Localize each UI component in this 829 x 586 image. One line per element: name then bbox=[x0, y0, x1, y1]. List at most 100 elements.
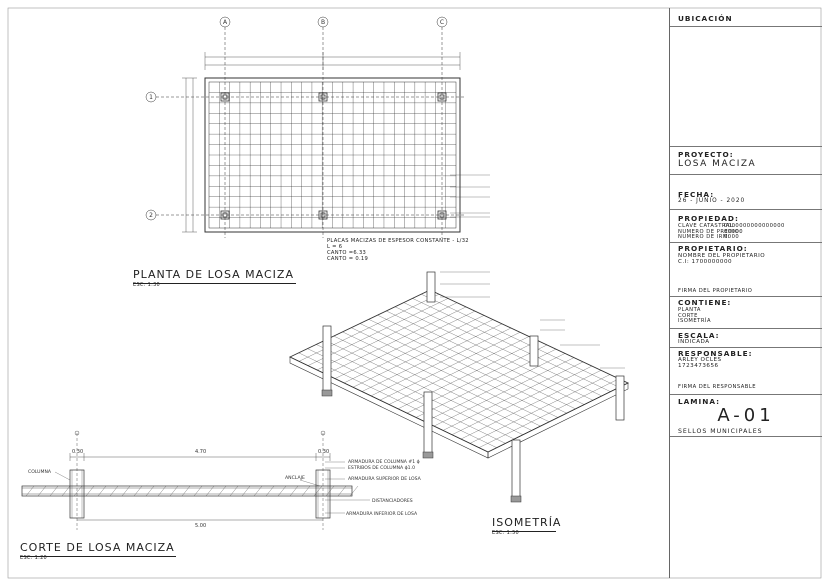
section-view bbox=[21, 430, 370, 530]
plan-note-3: CANTO =6.33 bbox=[327, 250, 367, 256]
axis-label-b: B bbox=[321, 19, 325, 26]
isometric-view bbox=[288, 271, 630, 503]
rebar-line bbox=[121, 485, 131, 497]
axis-label-c: C bbox=[440, 19, 444, 26]
tb-propiedad-values: 0000000000000000 00000 0000 bbox=[724, 223, 785, 241]
label-estribos-columna: ESTRIBOS DE COLUMNA ϕ1.0 bbox=[348, 465, 415, 471]
tb-numero-predio-value: 00000 bbox=[724, 228, 744, 235]
tb-propietario-name: NOMBRE DEL PROPIETARIO bbox=[678, 253, 766, 259]
rebar-line bbox=[25, 485, 35, 497]
rebar-line bbox=[289, 485, 299, 497]
rebar-line bbox=[316, 344, 515, 440]
tb-divider bbox=[670, 296, 822, 297]
plan-note-2: L = 6 bbox=[327, 244, 343, 250]
rebar-line bbox=[412, 298, 611, 392]
tb-proyecto-label: PROYECTO: bbox=[678, 150, 734, 159]
iso-scale: ESC: 1:50 bbox=[492, 530, 520, 536]
plan-title-underline bbox=[133, 283, 296, 284]
tb-divider bbox=[670, 242, 822, 243]
tb-divider bbox=[670, 394, 822, 395]
rebar-line bbox=[229, 485, 239, 497]
rebar-line bbox=[241, 485, 251, 497]
rebar-line bbox=[265, 485, 275, 497]
plan-axis-labels: A B C 1 2 bbox=[149, 19, 444, 219]
tb-contiene-list: PLANTA CORTE ISOMETRÍA bbox=[678, 307, 711, 325]
tb-proyecto-value: LOSA MACIZA bbox=[678, 159, 757, 169]
tb-divider bbox=[670, 328, 822, 329]
rebar-line bbox=[193, 485, 203, 497]
iso-title-underline bbox=[492, 531, 556, 532]
rebar-line bbox=[349, 485, 359, 497]
label-columna: COLUMNA bbox=[28, 469, 52, 475]
tb-numero-predio: NUMERO DE PREDIO: bbox=[678, 228, 742, 235]
dim-5-00: 5.00 bbox=[195, 523, 206, 529]
tb-responsable-info: ARLEY OCLES 1723473656 bbox=[678, 357, 722, 369]
rebar-line bbox=[368, 319, 567, 414]
rebar-line bbox=[386, 310, 585, 405]
rebar-line bbox=[324, 340, 524, 435]
plan-title: PLANTA DE LOSA MACIZA bbox=[133, 268, 296, 284]
tb-escala-label: ESCALA: bbox=[678, 331, 720, 340]
tb-lamina-value: A-01 bbox=[717, 405, 775, 426]
dim-0-30-left: 0.30 bbox=[72, 449, 83, 455]
section-title-text: CORTE DE LOSA MACIZA bbox=[20, 541, 175, 554]
rebar-line bbox=[277, 485, 287, 497]
axis-left bbox=[145, 91, 465, 221]
tb-numero-irm-value: 0000 bbox=[724, 234, 740, 241]
rebar-line bbox=[298, 352, 497, 448]
rebar-line bbox=[217, 485, 227, 497]
section-scale: ESC: 1:20 bbox=[20, 555, 48, 561]
tb-contiene-planta: PLANTA bbox=[678, 307, 701, 313]
tb-clave-catastral: CLAVE CATASTRAL: bbox=[678, 223, 736, 229]
rebar-line bbox=[37, 485, 47, 497]
plan-view bbox=[145, 16, 490, 238]
iso-title-text: ISOMETRÍA bbox=[492, 516, 562, 529]
dim-0-30-right: 0.30 bbox=[318, 449, 329, 455]
rebar-line bbox=[109, 485, 119, 497]
tb-contiene-label: CONTIENE: bbox=[678, 298, 732, 307]
tb-ubicacion: UBICACIÓN bbox=[678, 14, 733, 23]
tb-firma-responsable: FIRMA DEL RESPONSABLE bbox=[678, 384, 757, 390]
label-armadura-superior: ARMADURA SUPERIOR DE LOSA bbox=[348, 476, 422, 482]
rebar-line bbox=[337, 485, 347, 497]
tb-lamina-label: LAMINA: bbox=[678, 397, 721, 406]
label-distanciadores: DISTANCIADORES bbox=[372, 498, 413, 504]
rebar-line bbox=[49, 485, 59, 497]
rebar-line bbox=[421, 294, 620, 388]
axis-label-2: 2 bbox=[149, 212, 153, 219]
rebar-line bbox=[157, 485, 167, 497]
tb-clave-catastral-value: 0000000000000000 bbox=[724, 223, 785, 229]
rebar-line bbox=[97, 485, 107, 497]
tb-propiedad-keys: CLAVE CATASTRAL: NUMERO DE PREDIO: NUMER… bbox=[678, 223, 742, 241]
tb-divider bbox=[670, 436, 822, 437]
tb-responsable-label: RESPONSABLE: bbox=[678, 349, 753, 358]
tb-fecha-label: FECHA: bbox=[678, 190, 715, 199]
tb-propietario-ci: C.I: 1700000000 bbox=[678, 258, 733, 265]
label-armadura-columna: ARMADURA DE COLUMNA #1 ϕ bbox=[348, 459, 420, 465]
rebar-line bbox=[253, 485, 263, 497]
rebar-line bbox=[403, 302, 602, 397]
rebar-line bbox=[351, 327, 550, 422]
tb-fecha-value: 26 - JUNIO - 2020 bbox=[678, 198, 746, 204]
plan-scale: ESC: 1:30 bbox=[133, 282, 161, 288]
tb-contiene-corte: CORTE bbox=[678, 312, 698, 319]
rebar-line bbox=[133, 485, 143, 497]
dim-4-70: 4.70 bbox=[195, 449, 206, 455]
label-anclaje: ANCLAJE bbox=[285, 475, 305, 481]
tb-divider bbox=[670, 26, 822, 27]
tb-propietario-info: NOMBRE DEL PROPIETARIO C.I: 1700000000 bbox=[678, 253, 766, 265]
rebar-line bbox=[342, 331, 541, 427]
tb-sellos: SELLOS MUNICIPALES bbox=[678, 428, 763, 435]
tb-numero-irm: NUMERO DE IRM: bbox=[678, 234, 731, 241]
plan-note-4: CANTO = 0.19 bbox=[327, 256, 369, 262]
plan-title-text: PLANTA DE LOSA MACIZA bbox=[133, 268, 294, 281]
section-title-underline bbox=[20, 556, 176, 557]
section-title: CORTE DE LOSA MACIZA bbox=[20, 541, 176, 557]
axis-label-1: 1 bbox=[149, 94, 153, 101]
tb-divider bbox=[670, 174, 822, 175]
tb-propiedad-label: PROPIEDAD: bbox=[678, 214, 739, 223]
rebar-line bbox=[301, 485, 311, 497]
rebar-line bbox=[394, 306, 594, 401]
tb-divider bbox=[670, 146, 822, 147]
